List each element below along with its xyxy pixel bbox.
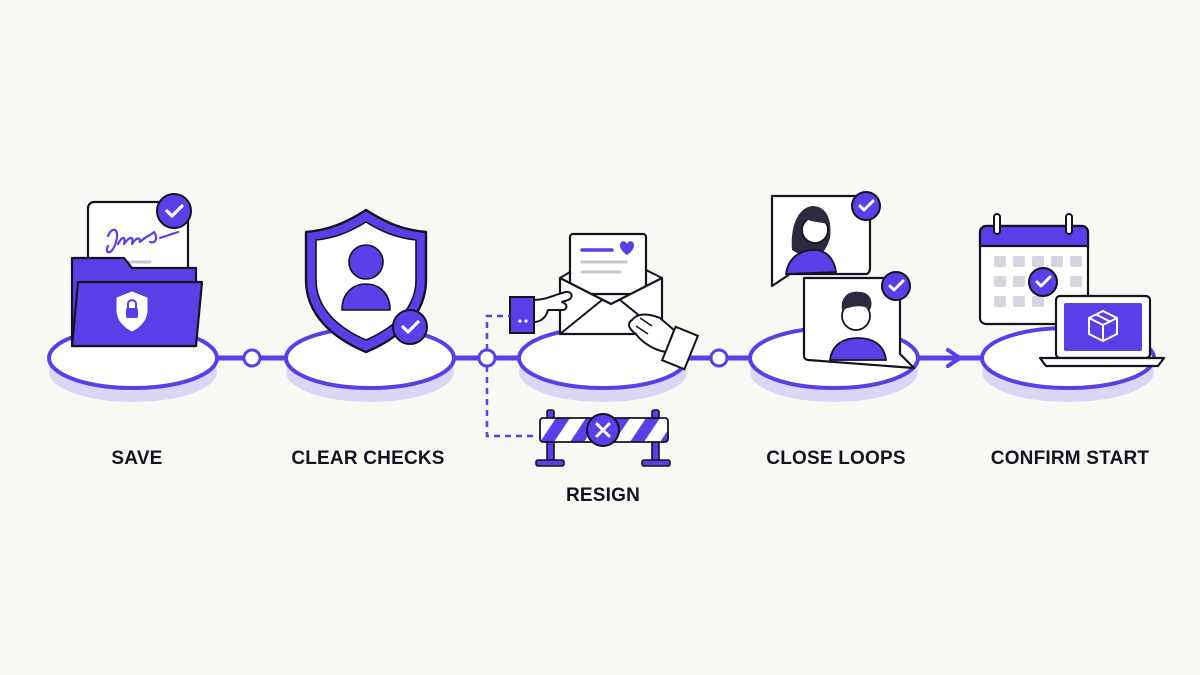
check-icon	[850, 190, 882, 222]
timeline-node	[709, 348, 729, 368]
check-icon	[1027, 266, 1059, 298]
blocked-barrier-icon	[535, 409, 671, 467]
platform-resign	[517, 326, 689, 402]
video-chat-pair-icon	[770, 190, 916, 370]
lock-shield-icon	[116, 291, 148, 332]
check-icon	[880, 270, 912, 302]
platforms	[47, 326, 1156, 402]
laptop-icon	[1038, 294, 1166, 368]
check-icon	[391, 308, 429, 346]
man-chat-bubble-icon	[802, 270, 916, 370]
woman-chat-bubble-icon	[770, 190, 882, 288]
box-icon	[1088, 310, 1118, 342]
calendar-laptop-icon	[978, 213, 1166, 368]
shield-person-icon	[304, 208, 429, 354]
letter-icon	[568, 232, 648, 296]
person-icon	[348, 244, 384, 280]
heart-icon	[620, 241, 634, 255]
check-icon	[155, 192, 193, 230]
arrow-right-icon	[946, 348, 962, 368]
step-label-close-loops: CLOSE LOOPS	[766, 448, 906, 469]
timeline-node	[477, 348, 497, 368]
blocked-branch	[485, 314, 671, 467]
dashed-branch-line	[485, 366, 538, 438]
letter-handover-icon	[509, 232, 700, 371]
step-label-confirm-start: CONFIRM START	[990, 448, 1150, 469]
signed-document-folder-icon	[70, 192, 204, 348]
step-label-resign: RESIGN	[565, 485, 641, 506]
step-label-clear-checks: CLEAR CHECKS	[291, 448, 445, 469]
left-hand-icon	[509, 290, 573, 334]
dashed-branch-line	[485, 314, 510, 350]
step-label-save: SAVE	[111, 448, 163, 469]
right-hand-icon	[628, 313, 700, 371]
signature-icon	[105, 228, 180, 254]
timeline-node	[242, 348, 262, 368]
